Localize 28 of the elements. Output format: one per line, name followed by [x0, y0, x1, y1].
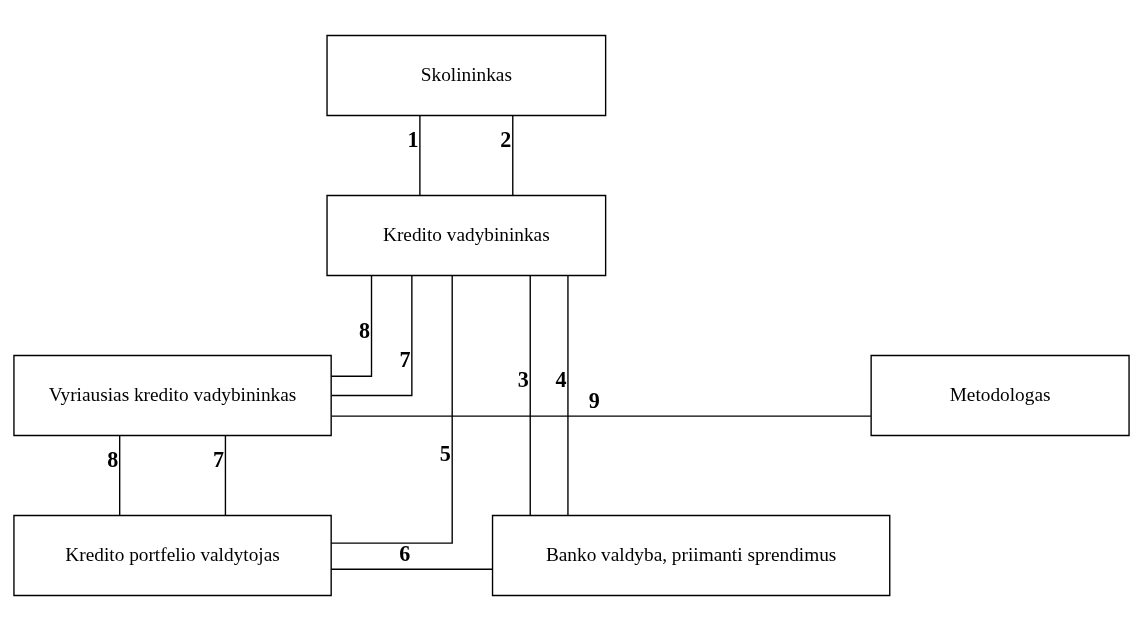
edge-label: 7: [213, 446, 225, 472]
edge-label: 8: [107, 446, 119, 472]
node-box: Vyriausias kredito vadybininkas: [13, 354, 332, 436]
node-box: Banko valdyba, priimanti sprendimus: [491, 514, 891, 596]
edge-label: 9: [588, 387, 600, 413]
connector: [567, 274, 569, 516]
edge-label: 7: [399, 346, 411, 372]
edge-label: 3: [517, 366, 529, 392]
connector: [224, 434, 227, 516]
connector: [512, 114, 514, 196]
connector: [419, 114, 421, 196]
node-box: Kredito portfelio valdytojas: [13, 514, 332, 596]
connector: [330, 274, 453, 544]
edge-label: 5: [439, 440, 451, 466]
edge-label: 6: [399, 540, 411, 566]
edge-label: 4: [555, 366, 567, 392]
edge-label: 1: [407, 126, 419, 152]
connector: [330, 568, 493, 570]
connector: [119, 434, 121, 516]
connector: [330, 415, 872, 417]
node-box: Kredito vadybininkas: [326, 194, 607, 276]
connector: [529, 274, 531, 516]
connector: [330, 274, 413, 396]
node-box: Metodologas: [870, 354, 1130, 436]
node-box: Skolininkas: [326, 34, 607, 116]
edge-label: 2: [500, 126, 512, 152]
edge-label: 8: [359, 317, 371, 343]
connector: [330, 274, 373, 377]
